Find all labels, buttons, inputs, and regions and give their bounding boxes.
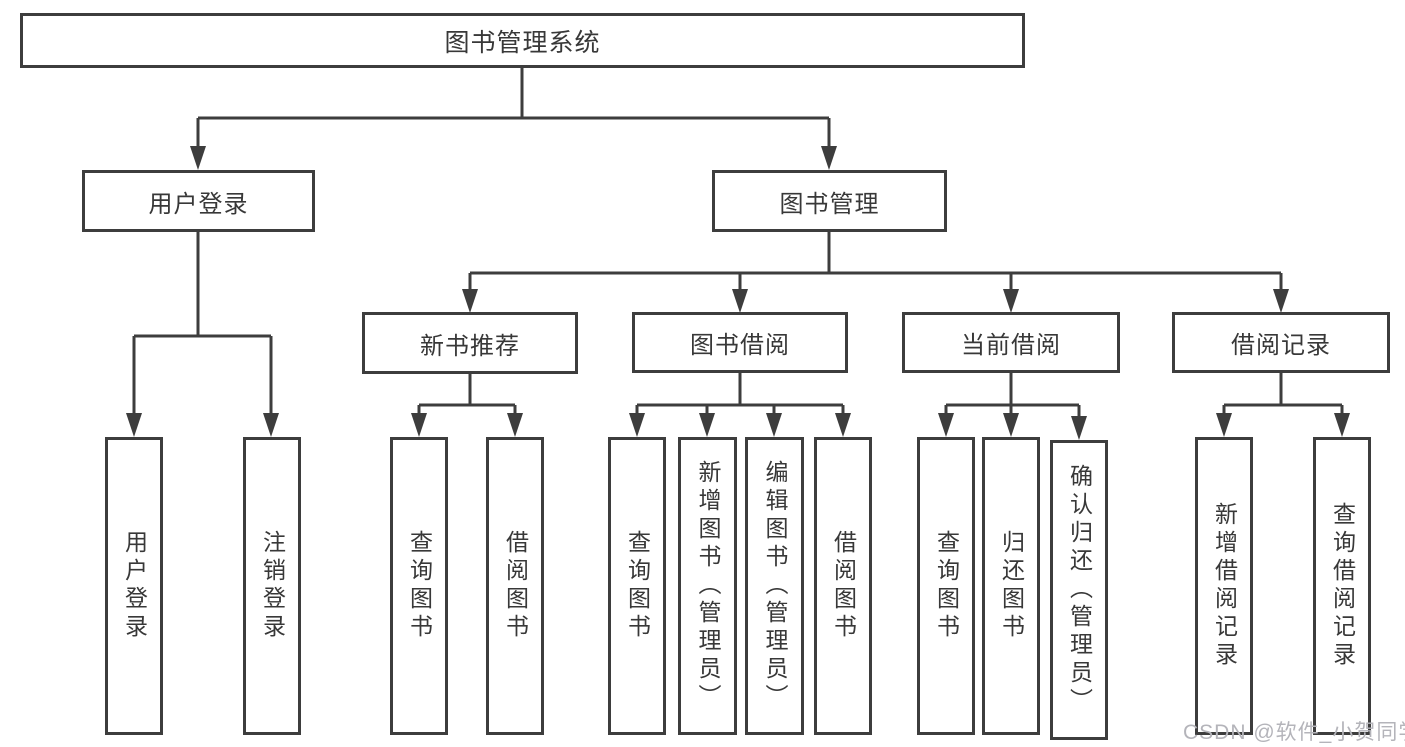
leaf-borrow-books-borrowing: 借阅图书 [814, 437, 872, 735]
leaf-borrow-books-recommend: 借阅图书 [486, 437, 544, 735]
node-borrowing-records: 借阅记录 [1172, 312, 1390, 373]
leaf-query-books-recommend: 查询图书 [390, 437, 448, 735]
leaf-query-books-borrowing: 查询图书 [608, 437, 666, 735]
node-library-management-system: 图书管理系统 [20, 13, 1025, 68]
leaf-query-borrow-record: 查询借阅记录 [1313, 437, 1371, 735]
leaf-add-borrow-record: 新增借阅记录 [1195, 437, 1253, 735]
node-user-login: 用户登录 [82, 170, 315, 232]
leaf-return-books: 归还图书 [982, 437, 1040, 735]
leaf-edit-book-admin: 编辑图书（管理员） [745, 437, 804, 735]
node-book-management: 图书管理 [712, 170, 947, 232]
leaf-user-login: 用户登录 [105, 437, 163, 735]
watermark-text: CSDN @软件_小贺同学 [1183, 721, 1405, 744]
leaf-query-books-current: 查询图书 [917, 437, 975, 735]
node-current-borrowing: 当前借阅 [902, 312, 1120, 373]
leaf-logout: 注销登录 [243, 437, 301, 735]
node-book-borrowing: 图书借阅 [632, 312, 848, 373]
leaf-confirm-return-admin: 确认归还（管理员） [1050, 440, 1108, 740]
node-new-book-recommend: 新书推荐 [362, 312, 578, 374]
leaf-add-book-admin: 新增图书（管理员） [678, 437, 737, 735]
